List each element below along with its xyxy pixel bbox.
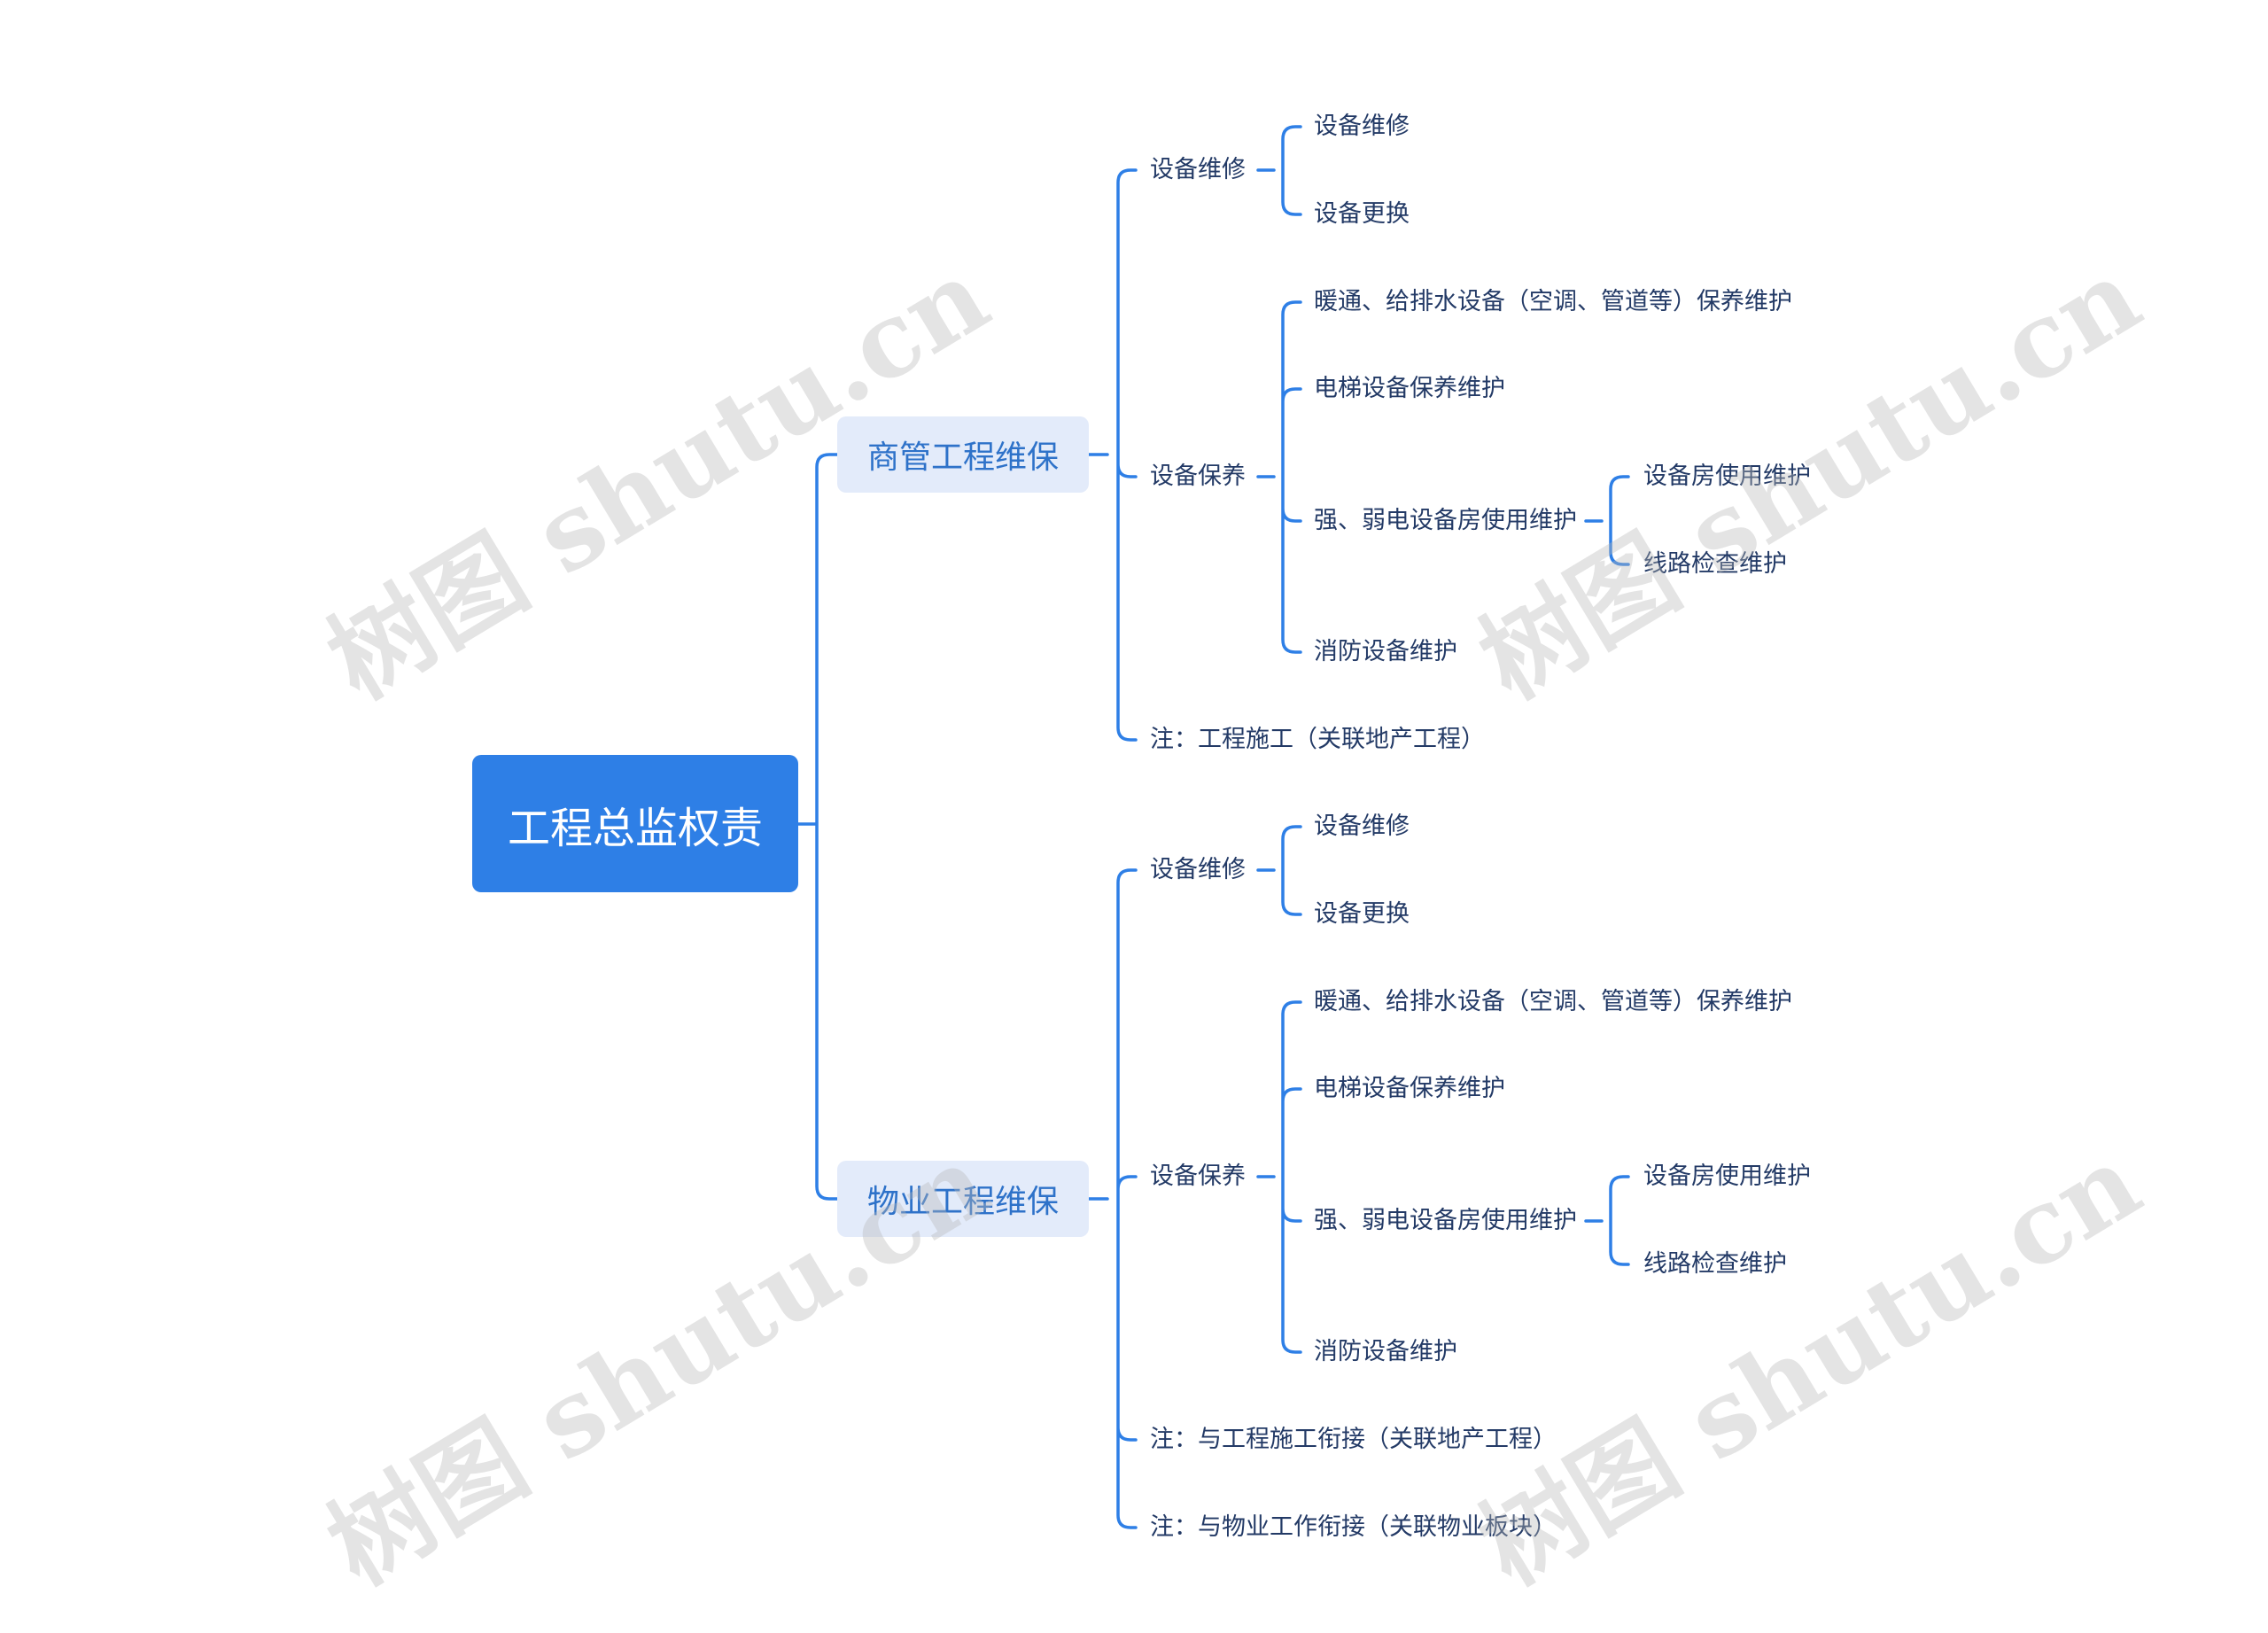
connector-bracket xyxy=(1584,1175,1630,1266)
root-label: 工程总监权责 xyxy=(507,803,763,853)
node-electrical-room[interactable]: 强、弱电设备房使用维护 xyxy=(1314,507,1577,534)
node-replacement[interactable]: 设备更换 xyxy=(1314,200,1410,228)
node-elevator-maintenance[interactable]: 电梯设备保养维护 xyxy=(1314,375,1505,402)
node-elevator-maintenance[interactable]: 电梯设备保养维护 xyxy=(1314,1075,1505,1102)
connector-bracket xyxy=(1087,868,1138,1529)
node-note[interactable]: 注：工程施工（关联地产工程） xyxy=(1150,726,1485,753)
branch-label: 物业工程维保 xyxy=(866,1184,1059,1220)
node-fire-equipment[interactable]: 消防设备维护 xyxy=(1314,638,1457,665)
connector-bracket xyxy=(1256,300,1302,654)
node-repair[interactable]: 设备维修 xyxy=(1314,113,1410,140)
node-line-inspection[interactable]: 线路检查维护 xyxy=(1643,1250,1787,1278)
node-equipment-repair[interactable]: 设备维修 xyxy=(1150,156,1246,183)
connector-bracket xyxy=(1256,825,1302,916)
node-note[interactable]: 注：与物业工作衔接（关联物业板块） xyxy=(1150,1513,1557,1541)
connector-bracket xyxy=(1087,168,1138,742)
connector-bracket xyxy=(1584,475,1630,566)
node-equipment-maintenance[interactable]: 设备保养 xyxy=(1150,1163,1246,1190)
node-replacement[interactable]: 设备更换 xyxy=(1314,900,1410,928)
connector-bracket xyxy=(1256,125,1302,216)
node-equipment-repair[interactable]: 设备维修 xyxy=(1150,856,1246,883)
node-equipment-maintenance[interactable]: 设备保养 xyxy=(1150,463,1246,490)
branch-node-property[interactable]: 物业工程维保 xyxy=(837,1161,1089,1237)
root-node[interactable]: 工程总监权责 xyxy=(472,755,798,892)
node-room-usage[interactable]: 设备房使用维护 xyxy=(1643,1163,1811,1190)
node-note[interactable]: 注：与工程施工衔接（关联地产工程） xyxy=(1150,1426,1557,1453)
node-room-usage[interactable]: 设备房使用维护 xyxy=(1643,463,1811,490)
node-line-inspection[interactable]: 线路检查维护 xyxy=(1643,550,1787,578)
node-electrical-room[interactable]: 强、弱电设备房使用维护 xyxy=(1314,1207,1577,1234)
connector-bracket xyxy=(1256,1000,1302,1354)
branch-node-commercial[interactable]: 商管工程维保 xyxy=(837,416,1089,493)
node-fire-equipment[interactable]: 消防设备维护 xyxy=(1314,1338,1457,1365)
node-hvac-maintenance[interactable]: 暖通、给排水设备（空调、管道等）保养维护 xyxy=(1314,288,1792,315)
node-hvac-maintenance[interactable]: 暖通、给排水设备（空调、管道等）保养维护 xyxy=(1314,988,1792,1015)
branch-label: 商管工程维保 xyxy=(866,439,1059,476)
connector-bracket xyxy=(796,453,839,1201)
node-repair[interactable]: 设备维修 xyxy=(1314,813,1410,840)
